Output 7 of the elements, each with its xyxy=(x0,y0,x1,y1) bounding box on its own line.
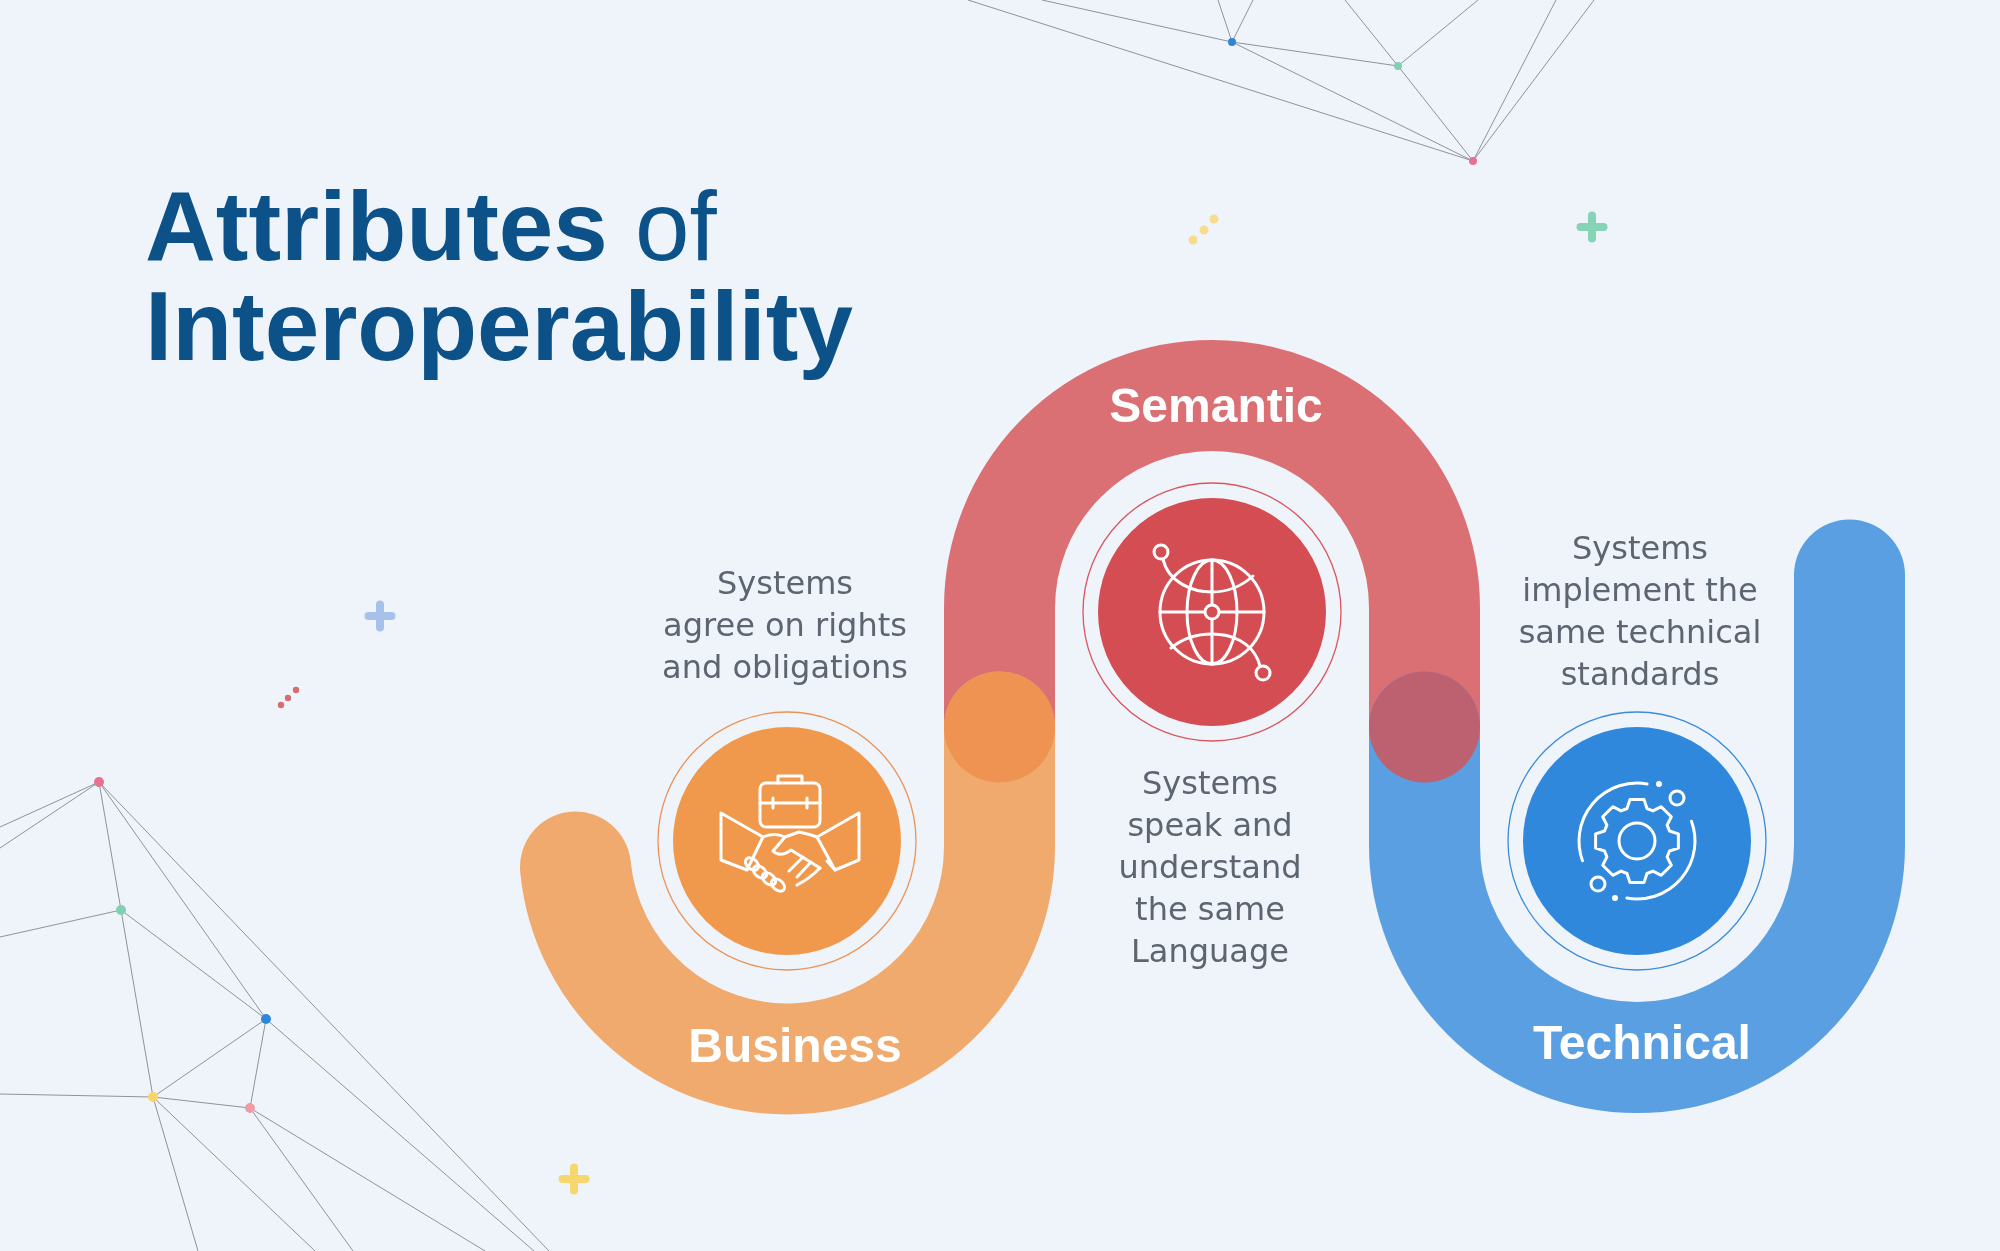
description-text: Systems implement the same technical standards xyxy=(1518,528,1762,695)
description-text: Systems agree on rights and obligations xyxy=(662,563,908,688)
u-shaped-band xyxy=(1369,519,1905,1114)
description-text: Systems speak and understand the same Language xyxy=(1118,763,1302,972)
band-label: Business xyxy=(688,1022,902,1070)
band-label: Technical xyxy=(1533,1019,1751,1067)
band-label: Semantic xyxy=(1109,382,1323,430)
